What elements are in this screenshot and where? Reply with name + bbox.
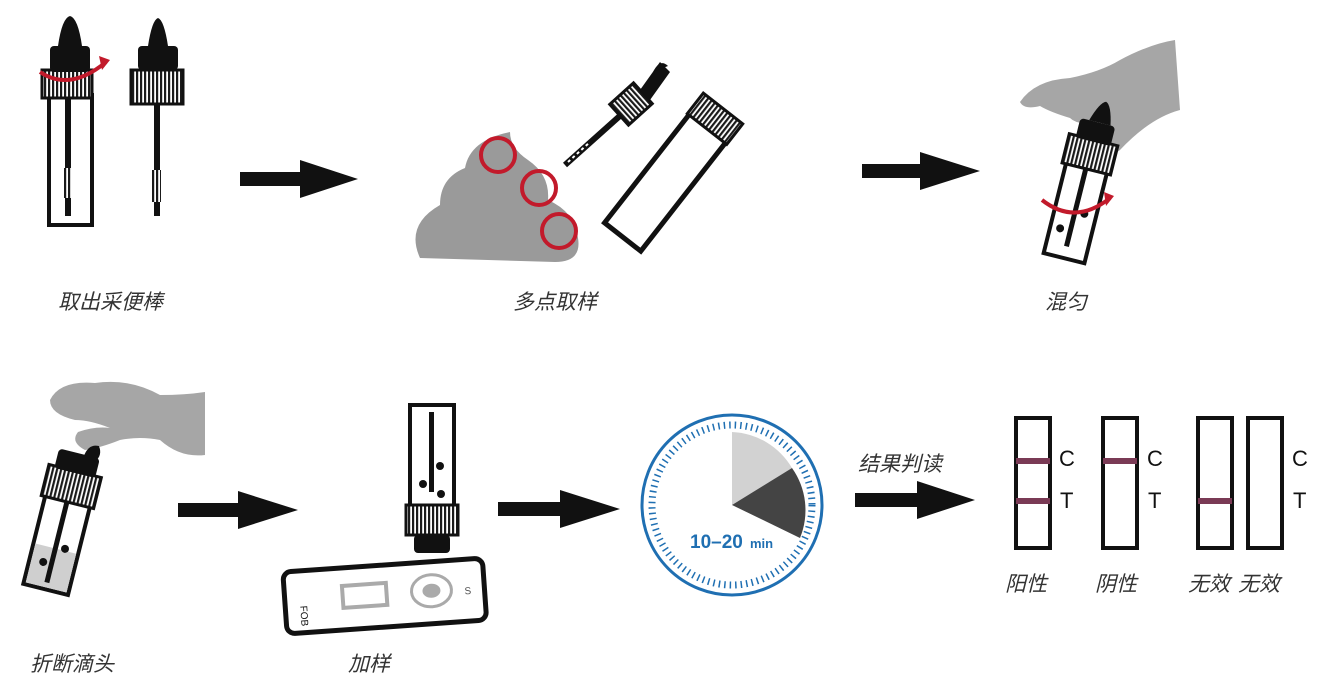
timer-range: 10–20 <box>690 532 743 553</box>
control-line <box>1103 458 1137 464</box>
result-strip-negative <box>1101 416 1139 550</box>
sample-spot-circle-3 <box>540 212 578 250</box>
result-invalid: 无效 <box>1188 572 1230 596</box>
twist-arrow-icon <box>38 60 108 82</box>
sample-tube-closed <box>38 16 110 227</box>
result-invalid: 无效 <box>1238 572 1280 596</box>
control-line <box>1016 458 1050 464</box>
device-brand-label: FOB <box>297 605 309 627</box>
tube-inverted <box>404 403 460 578</box>
test-line <box>1016 498 1050 504</box>
hand-icon-break <box>50 381 205 456</box>
arrow-3 <box>178 491 298 529</box>
sample-spot-circle-2 <box>520 169 558 207</box>
label-c: C <box>1147 446 1163 471</box>
sample-well-label: S <box>464 586 472 597</box>
result-strip-invalid-2 <box>1246 416 1284 550</box>
arrow-1 <box>240 160 358 198</box>
mix-arrow-icon <box>1040 196 1112 215</box>
result-positive: 阳性 <box>1005 572 1047 596</box>
sampling-stick-angled <box>562 62 670 168</box>
tube-breaking <box>20 445 104 598</box>
sample-spot-circle-1 <box>479 136 517 174</box>
stool-sample <box>415 132 579 262</box>
step-caption-sample: 多点取样 <box>513 290 597 314</box>
hand-icon-mix <box>1020 40 1180 156</box>
result-strip-positive <box>1014 416 1052 550</box>
step-caption-read-result: 结果判读 <box>858 452 942 476</box>
timer-unit: min <box>750 536 773 551</box>
label-t: T <box>1060 488 1074 513</box>
label-c: C <box>1292 446 1308 471</box>
arrow-2 <box>862 152 980 190</box>
step-caption-break-tip: 折断滴头 <box>30 652 114 676</box>
label-t: T <box>1293 488 1307 513</box>
result-strip-invalid-1 <box>1196 416 1234 550</box>
test-line <box>1198 498 1232 504</box>
label-c: C <box>1059 446 1075 471</box>
step-caption-add-sample: 加样 <box>348 652 390 676</box>
test-cassette: FOB S <box>280 556 489 636</box>
timer-icon: 10–20 min <box>640 413 824 597</box>
empty-tube-angled <box>601 91 745 255</box>
arrow-5 <box>855 481 975 519</box>
sampling-stick <box>129 18 185 216</box>
step-caption-mix: 混匀 <box>1045 290 1087 314</box>
label-t: T <box>1148 488 1162 513</box>
arrow-4 <box>498 490 620 528</box>
result-negative: 阴性 <box>1095 572 1137 596</box>
step-caption-take-out: 取出采便棒 <box>58 290 163 314</box>
